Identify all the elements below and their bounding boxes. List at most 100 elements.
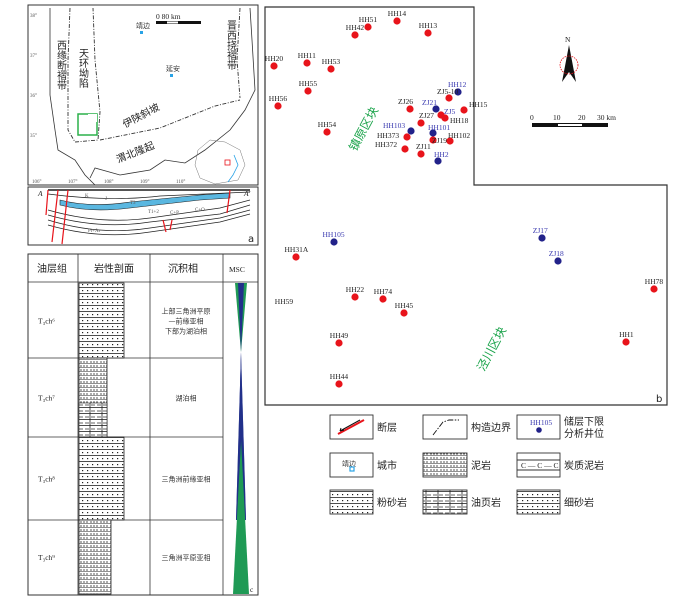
well-marker-icon[interactable] — [432, 105, 440, 113]
well-hh53[interactable]: HH53 — [322, 57, 341, 73]
well-hh45[interactable]: HH45 — [395, 301, 414, 317]
well-zj11[interactable]: ZJ11 — [416, 142, 431, 158]
well-hh44[interactable]: HH44 — [330, 372, 349, 388]
well-hh11[interactable]: HH11 — [298, 51, 316, 67]
well-hh105[interactable]: HH105 — [323, 230, 345, 246]
well-marker-icon[interactable] — [622, 338, 630, 346]
well-zj19[interactable]: ZJ19 — [429, 136, 447, 145]
well-marker-icon[interactable] — [406, 105, 414, 113]
well-marker-icon[interactable] — [454, 88, 462, 96]
legend-item-siltstone: 粉砂岩 — [329, 489, 407, 515]
well-hh372[interactable]: HH372 — [375, 140, 409, 153]
well-hh102[interactable]: HH102 — [446, 131, 470, 145]
well-marker-icon[interactable] — [292, 253, 300, 261]
well-marker-icon[interactable] — [274, 102, 282, 110]
facies-label: 三角洲前缘亚相 — [162, 475, 211, 484]
city-icon — [140, 31, 143, 34]
well-marker-icon[interactable] — [351, 293, 359, 301]
well-hh13[interactable]: HH13 — [419, 21, 438, 37]
well-label: HH31A — [285, 245, 309, 254]
well-marker-icon[interactable] — [417, 150, 425, 158]
well-marker-icon[interactable] — [538, 234, 546, 242]
msc-cycle-triangle — [233, 440, 249, 594]
well-marker-icon[interactable] — [323, 128, 331, 136]
well-marker-icon[interactable] — [393, 17, 401, 25]
well-hh74[interactable]: HH74 — [374, 287, 393, 303]
well-hh373[interactable]: HH373 — [377, 131, 411, 141]
well-hh18[interactable]: HH18 — [441, 114, 469, 125]
well-marker-icon[interactable] — [407, 127, 415, 135]
well-label: HH20 — [265, 54, 284, 63]
well-marker-icon[interactable] — [304, 87, 312, 95]
well-zj5-10[interactable]: ZJ5-10 — [437, 87, 458, 102]
well-marker-icon[interactable] — [434, 157, 442, 165]
well-hh101[interactable]: HH101 — [428, 123, 450, 137]
well-label: HH18 — [450, 116, 469, 125]
lat-tick: 37° — [30, 54, 37, 59]
well-hh103[interactable]: HH103 — [383, 121, 415, 135]
scale-tick: 10 — [553, 113, 561, 122]
well-marker-icon[interactable] — [650, 285, 658, 293]
well-marker-icon[interactable] — [424, 29, 432, 37]
col-header-oil-layer: 油层组 — [37, 262, 67, 275]
well-marker-icon[interactable] — [460, 106, 468, 114]
well-zj18[interactable]: ZJ18 — [549, 249, 564, 265]
city-label: 延安 — [166, 64, 180, 73]
well-hh31a[interactable]: HH31A — [285, 245, 309, 261]
well-hh22[interactable]: HH22 — [346, 285, 365, 301]
well-hh14[interactable]: HH14 — [388, 9, 407, 25]
region-label: 晋西挠褶带 — [225, 20, 237, 71]
well-marker-icon[interactable] — [403, 133, 411, 141]
well-marker-icon[interactable] — [441, 114, 449, 122]
facies-label: 下部为湖泊相 — [165, 327, 207, 336]
well-zj21[interactable]: ZJ21 — [422, 98, 440, 113]
scale-tick: 0 — [530, 113, 534, 122]
col-header-lithology: 岩性剖面 — [94, 262, 134, 275]
well-marker-icon[interactable] — [445, 94, 453, 102]
well-marker-icon[interactable] — [364, 23, 372, 31]
well-marker-icon[interactable] — [417, 119, 425, 127]
well-marker-icon[interactable] — [429, 129, 437, 137]
well-hh49[interactable]: HH49 — [330, 331, 349, 347]
well-marker-icon[interactable] — [351, 31, 359, 39]
lon-tick: 107° — [68, 180, 78, 185]
well-hh59[interactable]: HH59 — [275, 297, 294, 306]
well-hh56[interactable]: HH56 — [269, 94, 288, 110]
well-hh20[interactable]: HH20 — [265, 54, 284, 70]
well-hh78[interactable]: HH78 — [645, 277, 664, 293]
well-zj26[interactable]: ZJ26 — [398, 97, 414, 113]
well-marker-icon[interactable] — [554, 257, 562, 265]
svg-text:C — C — C: C — C — C — [521, 461, 559, 470]
well-label: HH59 — [275, 297, 294, 306]
well-marker-icon[interactable] — [303, 59, 311, 67]
well-label: HH1 — [619, 330, 634, 339]
well-hh2[interactable]: HH2 — [434, 150, 449, 165]
well-label: HH12 — [448, 80, 467, 89]
well-hh55[interactable]: HH55 — [299, 79, 318, 95]
well-marker-icon[interactable] — [327, 65, 335, 73]
well-hh15[interactable]: HH15 — [460, 100, 488, 114]
well-marker-icon[interactable] — [400, 309, 408, 317]
well-hh42[interactable]: HH42 — [346, 23, 365, 39]
legend-item-fault: 断层 — [329, 414, 397, 440]
well-hh51[interactable]: HH51 — [359, 15, 378, 31]
well-hh1[interactable]: HH1 — [619, 330, 634, 346]
well-marker-icon[interactable] — [270, 62, 278, 70]
well-marker-icon[interactable] — [429, 136, 437, 144]
well-hh12[interactable]: HH12 — [448, 80, 467, 96]
legend-item-mudstone: 泥岩 — [422, 452, 491, 478]
well-marker-icon[interactable] — [446, 137, 454, 145]
well-marker-icon[interactable] — [330, 238, 338, 246]
legend-label: 城市 — [377, 459, 397, 472]
well-marker-icon[interactable] — [335, 339, 343, 347]
well-zj27[interactable]: ZJ27 — [417, 111, 434, 127]
well-marker-icon[interactable] — [379, 295, 387, 303]
well-marker-icon[interactable] — [401, 145, 409, 153]
well-zj17[interactable]: ZJ17 — [533, 226, 548, 242]
scale-tick: 30 km — [597, 113, 616, 122]
well-hh54[interactable]: HH54 — [318, 120, 337, 136]
well-marker-icon[interactable] — [335, 380, 343, 388]
well-label: HH42 — [346, 23, 365, 32]
